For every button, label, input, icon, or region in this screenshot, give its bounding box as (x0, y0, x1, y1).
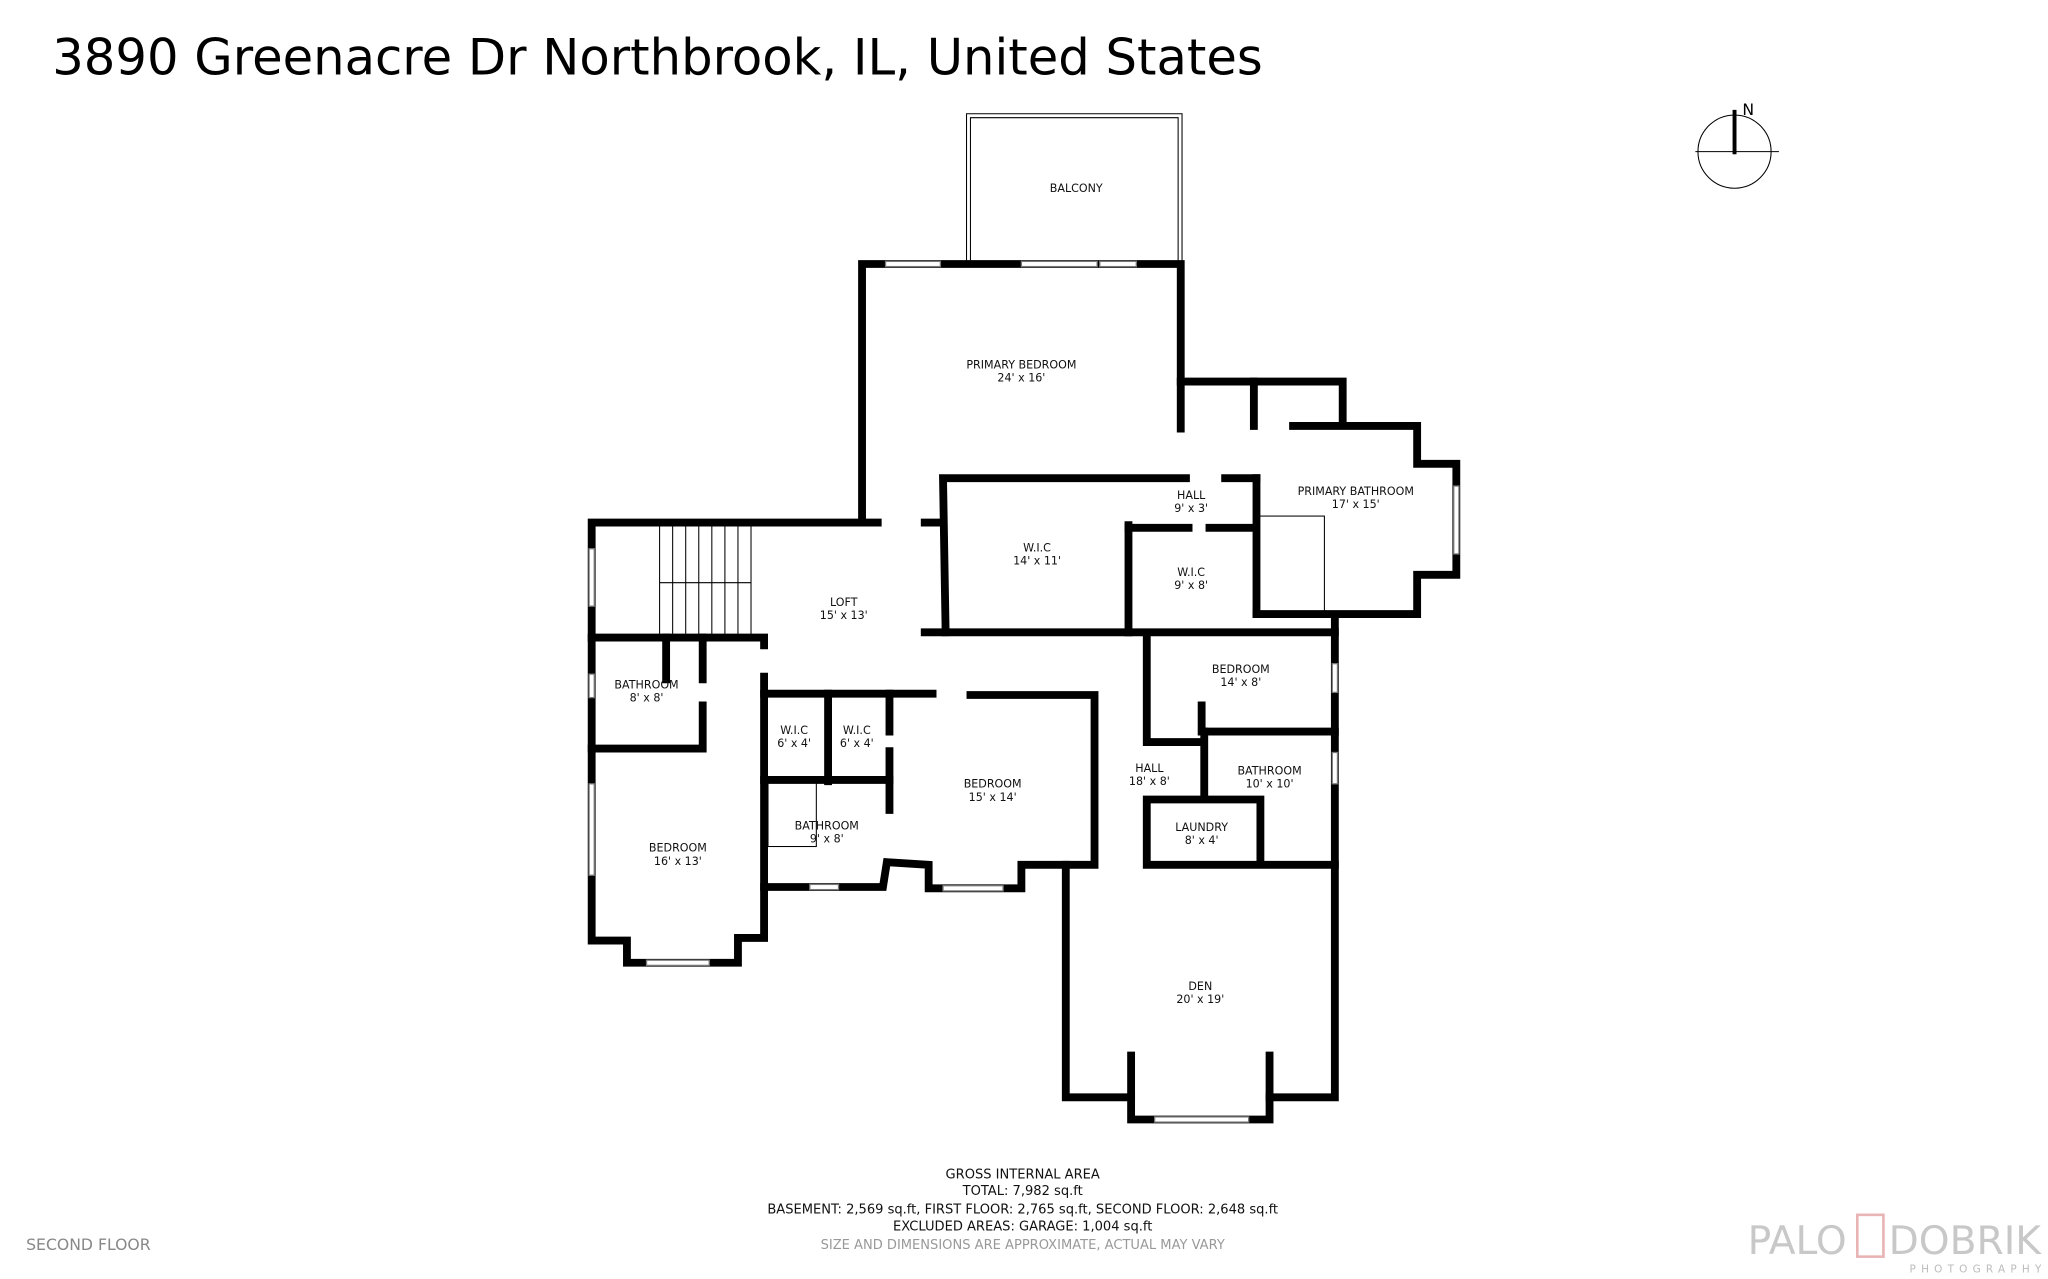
room-name: BATHROOM (614, 678, 678, 691)
logo-sub: PHOTOGRAPHY (1910, 1263, 2047, 1275)
floor-label: SECOND FLOOR (26, 1235, 151, 1254)
compass-north-label: N (1742, 100, 1754, 119)
room-name: PRIMARY BATHROOM (1298, 485, 1414, 498)
room-dims: 15' x 14' (969, 791, 1017, 804)
staircase (659, 524, 752, 636)
room-dims: 10' x 10' (1246, 778, 1294, 791)
camera-icon (1856, 1213, 1885, 1258)
room-dims: 14' x 8' (1220, 676, 1261, 689)
compass-north-icon: N (1695, 100, 1779, 189)
room-labels: BALCONY PRIMARY BEDROOM 24' x 16' PRIMAR… (614, 182, 1413, 1006)
room-dims: 8' x 8' (630, 692, 664, 705)
room-name: BALCONY (1050, 182, 1103, 195)
room-name: W.I.C (1023, 541, 1051, 554)
room-name: BATHROOM (1237, 765, 1301, 778)
logo-text-left: PALO (1748, 1219, 1847, 1264)
room-name: DEN (1188, 980, 1212, 993)
room-dims: 18' x 8' (1129, 775, 1170, 788)
disclaimer: SIZE AND DIMENSIONS ARE APPROXIMATE, ACT… (821, 1238, 1225, 1253)
room-name: BATHROOM (795, 820, 859, 833)
room-dims: 17' x 15' (1332, 498, 1380, 511)
room-name: W.I.C (843, 724, 871, 737)
gia-title: GROSS INTERNAL AREA (946, 1167, 1100, 1182)
room-name: LAUNDRY (1175, 821, 1228, 834)
room-name: BEDROOM (1212, 663, 1270, 676)
room-dims: 9' x 3' (1174, 502, 1208, 515)
room-name: BEDROOM (964, 778, 1022, 791)
walls (587, 260, 1461, 1124)
room-dims: 15' x 13' (820, 609, 868, 622)
room-dims: 20' x 19' (1176, 993, 1224, 1006)
room-dims: 8' x 4' (1185, 834, 1219, 847)
gia-breakdown: BASEMENT: 2,569 sq.ft, FIRST FLOOR: 2,76… (767, 1203, 1278, 1218)
gia-total: TOTAL: 7,982 sq.ft (962, 1184, 1083, 1199)
room-dims: 24' x 16' (997, 372, 1045, 385)
page-title: 3890 Greenacre Dr Northbrook, IL, United… (52, 29, 1263, 87)
room-dims: 9' x 8' (810, 833, 844, 846)
room-dims: 14' x 11' (1013, 554, 1061, 567)
room-name: HALL (1177, 489, 1206, 502)
room-dims: 6' x 4' (777, 737, 811, 750)
room-dims: 16' x 13' (654, 855, 702, 868)
room-name: W.I.C (1177, 566, 1205, 579)
windows (588, 260, 1460, 1123)
room-name: BEDROOM (649, 842, 707, 855)
bath-fixture (1258, 515, 1325, 615)
gia-excluded: EXCLUDED AREAS: GARAGE: 1,004 sq.ft (893, 1220, 1152, 1235)
photographer-logo: PALO DOBRIK PHOTOGRAPHY (1748, 1213, 2047, 1275)
logo-text-right: DOBRIK (1889, 1219, 2043, 1264)
room-dims: 9' x 8' (1174, 579, 1208, 592)
room-name: LOFT (830, 596, 858, 609)
room-dims: 6' x 4' (840, 737, 874, 750)
room-name: W.I.C (780, 724, 808, 737)
room-name: PRIMARY BEDROOM (966, 358, 1076, 371)
room-name: HALL (1135, 762, 1164, 775)
balcony-outline (966, 113, 1183, 262)
